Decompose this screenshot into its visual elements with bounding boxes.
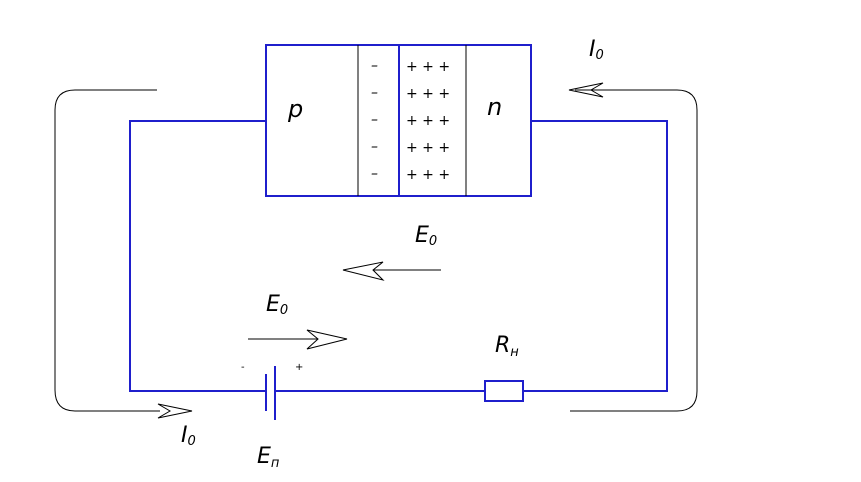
right-wire	[523, 120, 668, 392]
circuit-wires	[129, 120, 668, 392]
negative-charge: –	[371, 85, 378, 101]
positive-charge-row: + + +	[406, 113, 450, 129]
battery-plus-sign: +	[295, 362, 303, 373]
emf-subscript: п	[271, 456, 280, 471]
negative-charge: –	[371, 112, 378, 128]
field-subscript: 0	[429, 234, 437, 249]
internal-field-head	[342, 261, 385, 281]
resistor-symbol: R	[495, 333, 510, 358]
negative-charge: –	[371, 58, 378, 74]
current-label-top: I0	[589, 37, 604, 63]
n-region-label: n	[487, 93, 502, 121]
current-arrow-bottom	[157, 403, 193, 419]
current-subscript: 0	[188, 434, 196, 449]
field-subscript: 0	[280, 303, 288, 318]
negative-ion-column: – – – – –	[371, 58, 378, 182]
positive-charge-row: + + +	[406, 140, 450, 156]
current-arrow-top	[568, 82, 604, 98]
source-emf-label: Eп	[257, 444, 280, 471]
battery-minus-sign: -	[241, 362, 245, 373]
current-label-bottom: I0	[181, 423, 196, 449]
current-path-left	[54, 89, 160, 412]
emf-symbol: E	[257, 444, 271, 469]
current-symbol: I	[589, 37, 596, 62]
external-field-label: E0	[266, 292, 288, 318]
load-resistor-label: Rн	[495, 333, 519, 360]
current-subscript: 0	[596, 48, 604, 63]
semiconductor-block	[265, 44, 532, 197]
field-arrow-external	[248, 329, 348, 350]
battery-symbol	[265, 366, 276, 420]
current-symbol: I	[181, 423, 188, 448]
p-region-label: p	[287, 95, 303, 123]
current-path	[54, 89, 698, 412]
field-symbol: E	[415, 223, 429, 248]
resistor-subscript: н	[510, 345, 519, 360]
external-field-head	[306, 329, 348, 350]
left-wire	[129, 120, 266, 392]
load-resistor	[484, 380, 524, 402]
internal-field-label: E0	[415, 223, 437, 249]
positive-charge-row: + + +	[406, 167, 450, 183]
negative-charge: –	[371, 139, 378, 155]
positive-ion-column: + + + + + + + + + + + + + + +	[406, 59, 450, 183]
positive-charge-row: + + +	[406, 59, 450, 75]
field-arrow-internal	[342, 261, 441, 281]
negative-charge: –	[371, 166, 378, 182]
positive-charge-row: + + +	[406, 86, 450, 102]
current-path-right	[570, 89, 698, 412]
field-symbol: E	[266, 292, 280, 317]
